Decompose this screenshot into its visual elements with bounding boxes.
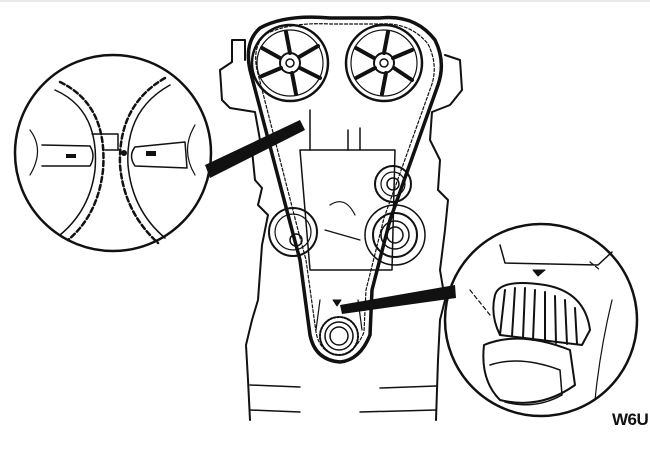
- tensioner-pulley: [364, 204, 426, 266]
- callout-leader-left: [205, 120, 305, 178]
- page-top-border: [0, 0, 650, 2]
- camshaft-timing-marks-detail: [13, 53, 305, 253]
- timing-mark-left: [66, 154, 76, 158]
- crankshaft-sprocket: [319, 299, 359, 356]
- figure-code-label: W6U: [612, 410, 649, 429]
- crankshaft-timing-mark-detail: [340, 222, 639, 418]
- timing-mark-right: [146, 151, 156, 156]
- callout-leader-right: [340, 285, 456, 314]
- exhaust-camshaft-sprocket: [344, 23, 424, 103]
- intake-camshaft-sprocket: [250, 23, 330, 103]
- idler-pulley: [374, 165, 412, 203]
- engine-block-outline: [219, 39, 463, 421]
- water-pump-pulley: [268, 207, 318, 257]
